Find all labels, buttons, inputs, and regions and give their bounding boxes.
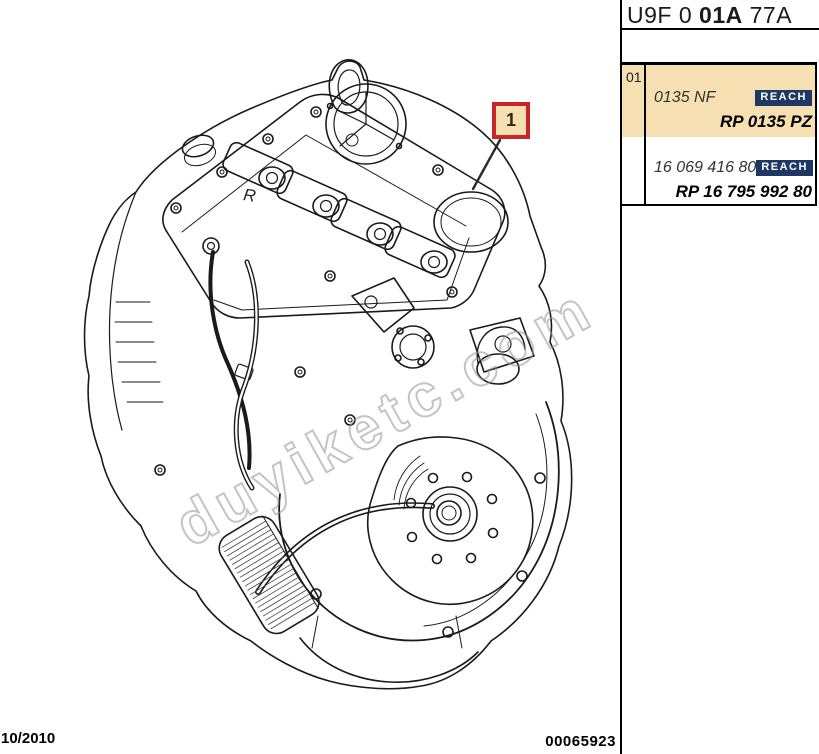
page-code-suffix: 77A: [742, 2, 793, 28]
parts-row-2[interactable]: 16 069 416 80 REACH RP 16 795 992 80: [622, 137, 815, 204]
engine-illustration: R: [83, 59, 573, 690]
callout-label: 1: [505, 110, 516, 130]
flywheel: [278, 401, 560, 642]
callout-leader-line: [471, 138, 502, 191]
part-number: 16 069 416 80: [654, 159, 757, 176]
lifting-ring: [328, 59, 369, 114]
replacement-ref: RP 0135 PZ: [720, 112, 812, 131]
embossed-mark: R: [242, 185, 257, 206]
header-rule: [622, 28, 819, 30]
page-code-prefix: U9F 0: [627, 2, 700, 28]
page-code: U9F 0 01A 77A: [627, 2, 792, 29]
oil-cooler: [218, 515, 320, 635]
parts-table: 01 0135 NF REACH RP 0135 PZ 16 069 416 8…: [620, 62, 817, 206]
reach-badge[interactable]: REACH: [756, 160, 813, 176]
row-index: [622, 137, 646, 204]
dipstick: [202, 237, 254, 470]
footer-date: 10/2010: [1, 730, 56, 747]
reach-badge[interactable]: REACH: [755, 90, 812, 106]
panel-divider: [620, 0, 622, 754]
row-index: 01: [622, 65, 646, 137]
parts-row-01[interactable]: 01 0135 NF REACH RP 0135 PZ: [622, 65, 815, 137]
replacement-ref: RP 16 795 992 80: [675, 182, 812, 201]
valve-cover: R: [162, 93, 509, 319]
engine-outline: [83, 60, 573, 690]
page-code-family: 01A: [699, 2, 743, 28]
filler-tower: [325, 83, 407, 165]
document-number: 00065923: [545, 733, 616, 750]
part-number: 0135 NF: [654, 89, 716, 106]
callout-1[interactable]: 1: [492, 102, 530, 139]
